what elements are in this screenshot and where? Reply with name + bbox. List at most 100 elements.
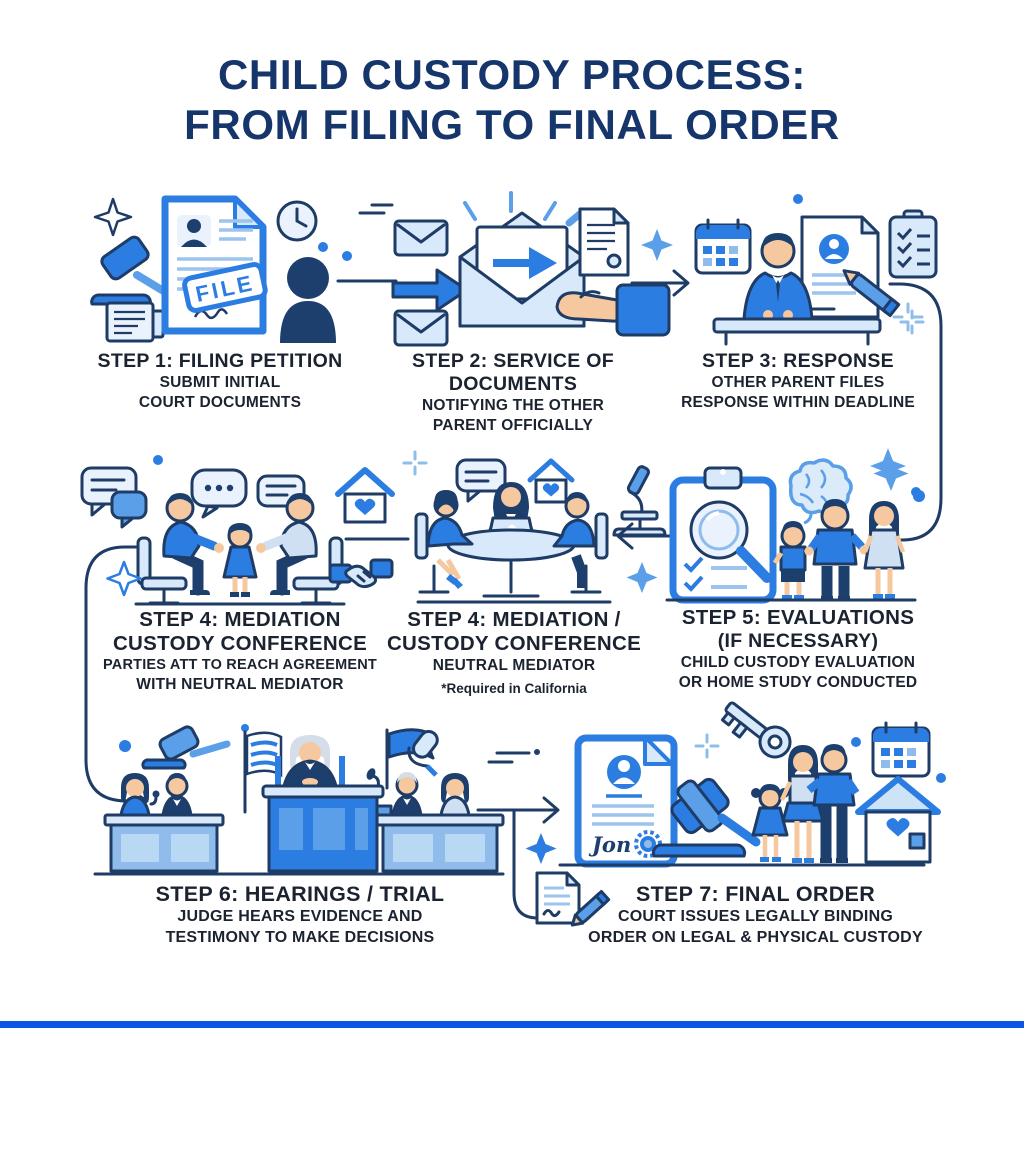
judge-bench — [261, 768, 385, 873]
gavel-icon — [141, 725, 231, 770]
microscope-icon — [612, 465, 667, 537]
speech-bubble-icon — [455, 458, 507, 503]
clock-icon — [276, 200, 318, 242]
dot-accent — [119, 740, 131, 752]
signature-text: Jon — [588, 832, 631, 857]
chat-bubbles-icon — [80, 466, 148, 529]
participant-left — [414, 490, 474, 594]
child-silhouette-icon — [280, 257, 336, 343]
parent-left — [136, 493, 224, 605]
step7-caption: STEP 7: FINAL ORDER COURT ISSUES LEGALLY… — [558, 882, 953, 948]
home-heart-icon — [335, 467, 395, 524]
step2-heading: STEP 2: SERVICE OF DOCUMENTS — [412, 350, 614, 395]
sparkle-icon — [641, 229, 673, 261]
step4a-illustration — [80, 455, 395, 606]
home-heart-icon — [527, 458, 575, 504]
petition-document-icon: FILE — [161, 195, 268, 335]
step4a-line1: PARTIES ATT TO REACH AGREEMENT — [103, 657, 377, 674]
connector-step2-step3 — [630, 269, 690, 297]
plus-sparkle-icon — [892, 302, 924, 332]
magnifying-glass-icon — [689, 500, 772, 583]
step7-heading: STEP 7: FINAL ORDER — [635, 882, 876, 906]
parent-right — [256, 493, 344, 605]
step1-illustration: FILE — [90, 195, 336, 343]
sleeve — [615, 283, 671, 337]
plus-sparkle-icon — [899, 309, 925, 335]
step3-caption: STEP 3: RESPONSE OTHER PARENT FILES RESP… — [645, 350, 951, 412]
step4b-heading2: CUSTODY CONFERENCE — [386, 632, 642, 656]
step6-illustration — [93, 724, 505, 876]
documents-icon — [105, 301, 165, 343]
page-title: CHILD CUSTODY PROCESS: FROM FILING TO FI… — [0, 50, 1024, 150]
dot-accent — [913, 490, 925, 502]
dot-accent — [851, 737, 861, 747]
step5-line1: CHILD CUSTODY EVALUATION — [680, 654, 916, 672]
microphone-icon — [407, 729, 439, 777]
right-counsel-table — [375, 772, 505, 873]
burst-rays — [463, 191, 557, 221]
step2-line1: NOTIFYING THE OTHER — [421, 397, 605, 414]
step4a-caption: STEP 4: MEDIATION CUSTODY CONFERENCE PAR… — [70, 608, 410, 694]
step5-illustration — [665, 456, 925, 604]
step3-line1: OTHER PARENT FILES — [711, 374, 885, 391]
left-counsel-table — [103, 773, 225, 873]
checklist-clipboard-icon — [888, 209, 938, 279]
step4b-illustration — [402, 450, 667, 604]
step4a-line2: WITH NEUTRAL MEDIATOR — [136, 675, 344, 693]
dot-accent — [793, 194, 803, 204]
handshake-icon — [328, 558, 394, 589]
step6-caption: STEP 6: HEARINGS / TRIAL JUDGE HEARS EVI… — [105, 882, 495, 948]
child-figure — [772, 521, 820, 600]
envelope-icon — [393, 219, 449, 257]
sparkle-icon — [93, 197, 133, 237]
connector-step1-step2 — [336, 203, 398, 283]
step1-line1: SUBMIT INITIAL — [159, 374, 281, 391]
father-figure — [804, 499, 869, 601]
key-icon — [720, 701, 792, 759]
step5-heading2: (IF NECESSARY) — [717, 630, 879, 653]
step4b-heading: STEP 4: MEDIATION / — [407, 608, 621, 631]
step3-heading: STEP 3: RESPONSE — [702, 350, 894, 372]
mother-figure — [862, 501, 906, 599]
step3-illustration — [694, 194, 938, 346]
step4a-heading2: CUSTODY CONFERENCE — [112, 632, 368, 656]
calendar-icon — [694, 218, 752, 275]
envelope-icon-2 — [393, 309, 449, 347]
step1-heading: STEP 1: FILING PETITION — [97, 350, 343, 372]
parent-at-desk — [742, 233, 814, 321]
step1-line2: COURT DOCUMENTS — [138, 393, 302, 411]
step2-caption: STEP 2: SERVICE OF DOCUMENTS NOTIFYING T… — [352, 350, 674, 435]
response-document-icon — [800, 215, 880, 319]
pencil-icon — [842, 269, 901, 318]
step4b-line1: NEUTRAL MEDIATOR — [432, 657, 596, 675]
step5-line2: OR HOME STUDY CONDUCTED — [678, 673, 918, 691]
sparkle-icon — [873, 456, 909, 491]
child-between — [222, 523, 258, 597]
step2-line2: PARENT OFFICIALLY — [432, 416, 594, 434]
step7-line2: ORDER ON LEGAL & PHYSICAL CUSTODY — [588, 928, 923, 946]
file-stamp-icon: FILE — [182, 262, 268, 313]
sparkle-icon — [525, 833, 557, 864]
flag-icon — [241, 724, 283, 814]
title-line-2: FROM FILING TO FINAL ORDER — [184, 100, 840, 148]
step6-line1: JUDGE HEARS EVIDENCE AND — [177, 908, 423, 926]
desk — [712, 317, 882, 346]
daughter-figure — [751, 784, 789, 862]
plus-sparkle-icon — [694, 733, 720, 759]
step7-line1: COURT ISSUES LEGALLY BINDING — [618, 908, 893, 926]
step6-line2: TESTIMONY TO MAKE DECISIONS — [165, 928, 435, 946]
signing-document-icon — [535, 871, 611, 927]
judge — [275, 735, 345, 788]
step3-line2: RESPONSE WITHIN DEADLINE — [681, 393, 915, 411]
dot-accent-2 — [936, 773, 946, 783]
step5-caption: STEP 5: EVALUATIONS (IF NECESSARY) CHILD… — [642, 606, 954, 692]
title-line-1: CHILD CUSTODY PROCESS: — [217, 51, 807, 98]
step6-heading: STEP 6: HEARINGS / TRIAL — [155, 882, 445, 906]
ellipsis-bubble-icon — [190, 468, 248, 519]
step2-illustration — [391, 191, 673, 347]
calendar-icon — [871, 721, 931, 778]
plus-sparkle-icon — [402, 450, 428, 476]
father-figure — [806, 744, 860, 863]
participant-right — [552, 492, 609, 594]
